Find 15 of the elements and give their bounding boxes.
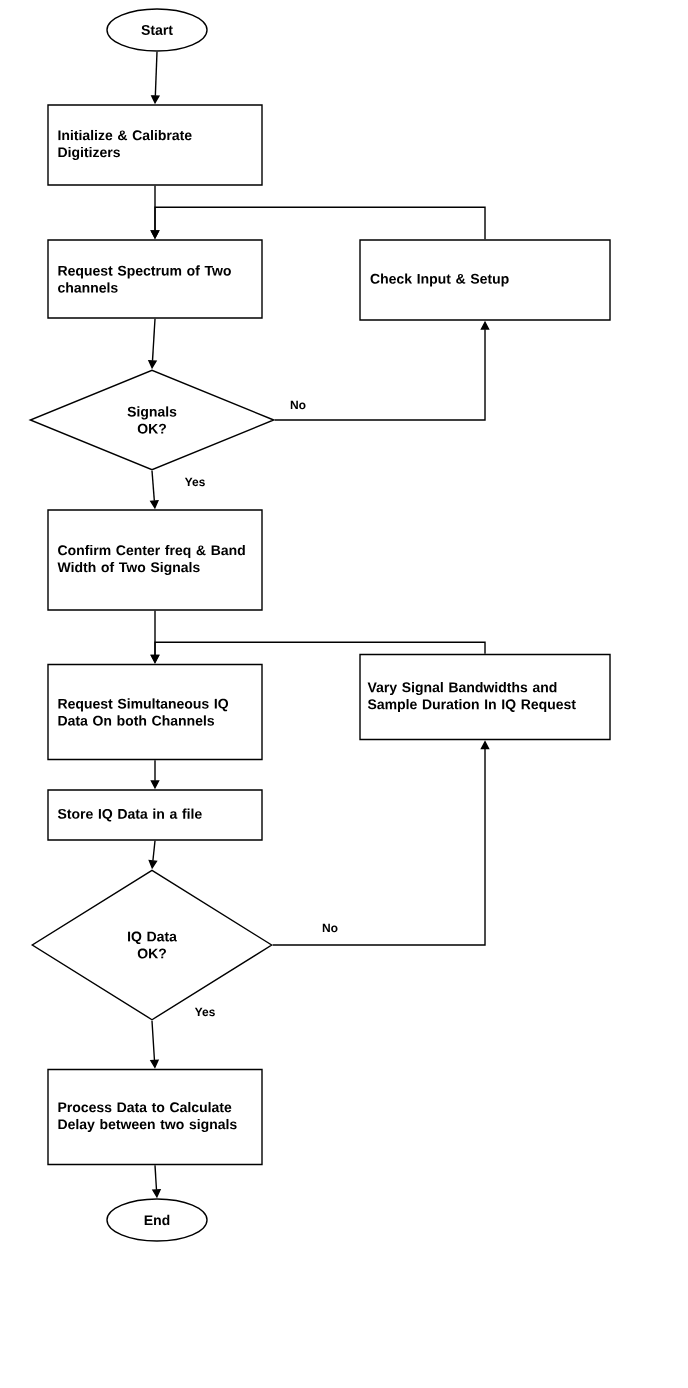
terminal-oval: End bbox=[106, 1198, 208, 1242]
process-box: Initialize & Calibrate Digitizers bbox=[47, 104, 263, 186]
process-box: Process Data to Calculate Delay between two signals bbox=[47, 1068, 263, 1166]
process-box: Store IQ Data in a file bbox=[47, 789, 263, 841]
terminal-oval: Start bbox=[106, 8, 208, 52]
process-box: Request Spectrum of Two channels bbox=[47, 239, 263, 319]
edge-label: Yes bbox=[193, 1006, 217, 1018]
process-box: Vary Signal Bandwidths and Sample Duration In IQ Request bbox=[359, 653, 611, 741]
process-box: Confirm Center freq & Band Width of Two Signals bbox=[47, 509, 263, 611]
arrow bbox=[150, 206, 486, 240]
edge-label: Yes bbox=[183, 476, 207, 488]
edge-label: No bbox=[321, 922, 339, 934]
edge-label: No bbox=[289, 399, 307, 411]
process-box: Request Simultaneous IQ Data On both Channels bbox=[47, 663, 263, 761]
process-box: Check Input & Setup bbox=[359, 239, 611, 321]
